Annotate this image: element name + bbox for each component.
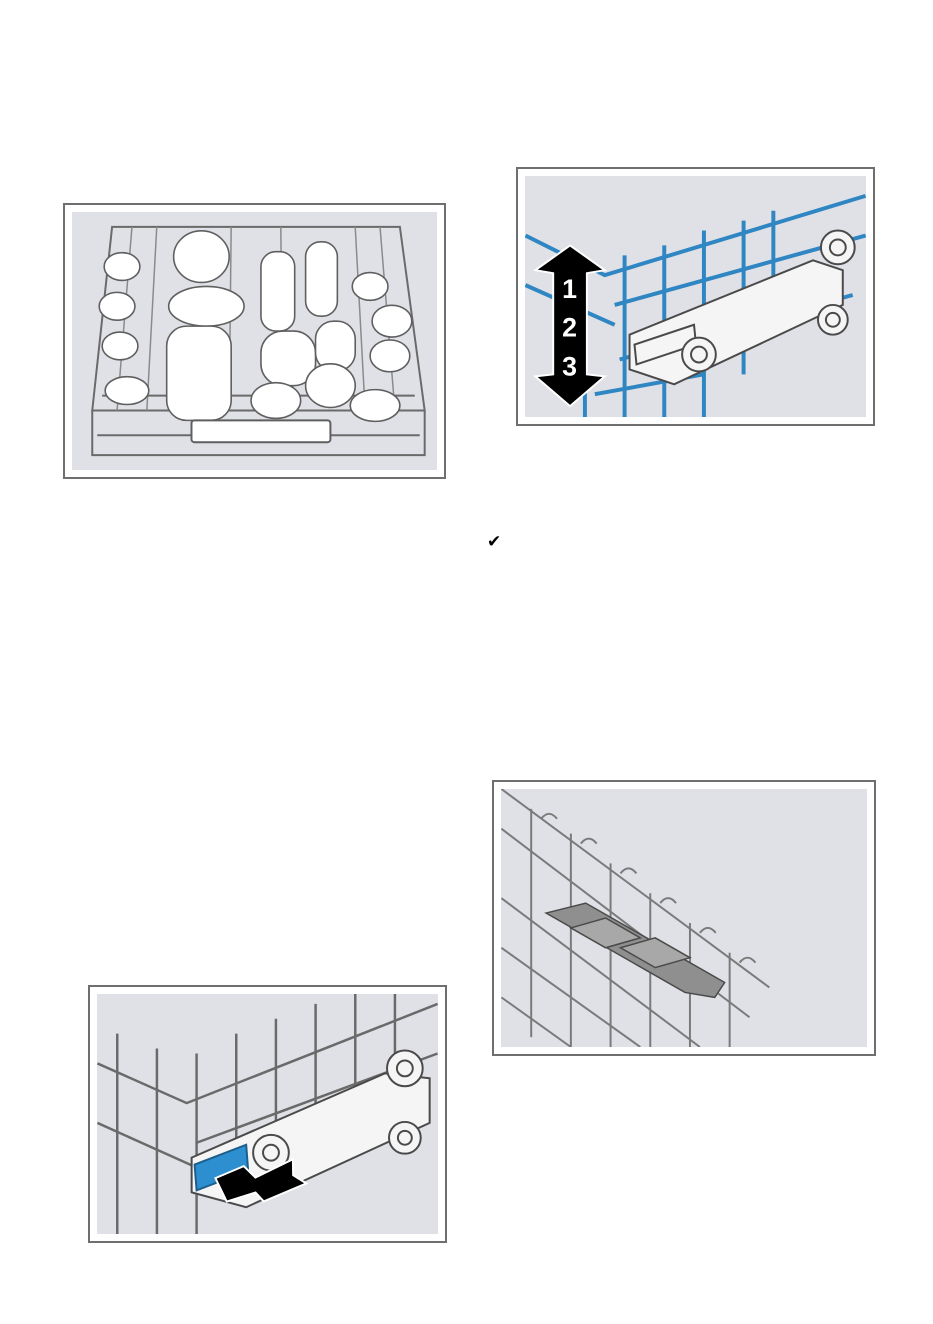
height-level-2: 2 [562,313,577,343]
figure-folding-rack-panel [501,789,867,1047]
figure-height-adjust-panel: 1 2 3 [525,176,866,417]
figure-height-adjust: 1 2 3 [516,167,875,426]
check-mark-icon: ✔ [487,534,501,551]
basket-height-adjust-illustration: 1 2 3 [525,176,866,417]
figure-lever-press [88,985,447,1243]
figure-lever-press-panel [97,994,438,1234]
figure-upper-basket-panel [72,212,437,470]
dish-basket-illustration [72,212,437,470]
height-level-1: 1 [562,274,577,304]
height-level-3: 3 [562,351,577,381]
folding-rack-illustration [501,789,867,1047]
figure-upper-basket [63,203,446,479]
release-lever-illustration [97,994,438,1234]
figure-folding-rack [492,780,876,1056]
